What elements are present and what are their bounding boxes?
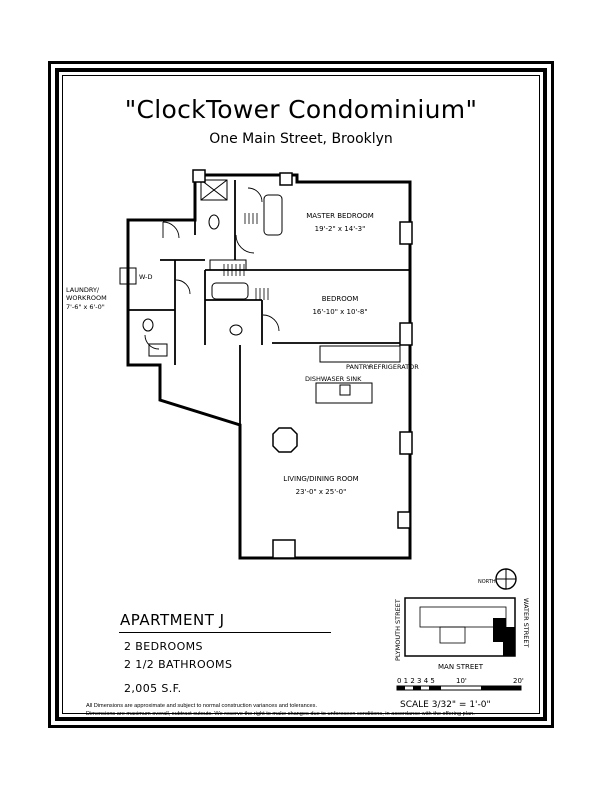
bathtub-master	[263, 194, 283, 236]
building-title: "ClockTower Condominium"	[124, 95, 478, 124]
plymouth-street-label: PLYMOUTH STREET	[394, 599, 402, 661]
scale-twenty-label: 20'	[513, 677, 524, 685]
closet-hatching	[223, 213, 269, 300]
kitchen-counter	[319, 345, 401, 363]
door-swings	[144, 187, 280, 350]
pantry-label: PANTRY	[346, 363, 371, 371]
scale-ten-label: 10'	[456, 677, 467, 685]
columns	[192, 169, 413, 559]
laundry-label-1: LAUNDRY/	[66, 286, 100, 294]
dining-column	[272, 427, 298, 453]
scale-bar	[396, 685, 522, 691]
scale-small-ticks: 0 1 2 3 4 5	[397, 677, 435, 685]
key-plan: NORTH PLYMOUTH STREET WATER STREET MAN S…	[394, 568, 530, 671]
fixtures	[119, 179, 401, 404]
key-plan-unit-marker	[493, 618, 506, 642]
bedroom-dims: 16'-10" x 10'-8"	[312, 308, 367, 316]
living-room-dims: 23'-0" x 25'-0"	[296, 488, 347, 496]
master-bedroom-dims: 19'-2" x 14'-3"	[315, 225, 366, 233]
building-address: One Main Street, Brooklyn	[209, 131, 393, 147]
washer-dryer-label: W-D	[139, 273, 153, 281]
man-street-label: MAN STREET	[438, 663, 484, 671]
toilet-powder	[142, 318, 154, 332]
apartment-bedrooms: 2 BEDROOMS	[124, 640, 203, 653]
apartment-name: APARTMENT J	[120, 611, 225, 629]
apartment-area: 2,005 S.F.	[124, 682, 182, 695]
page-frame-inner	[62, 75, 540, 714]
toilet-second	[229, 324, 243, 336]
interior-walls	[128, 180, 410, 425]
washer-dryer-box	[119, 267, 137, 285]
toilet-master	[208, 214, 220, 230]
master-bedroom-label: MASTER BEDROOM	[306, 212, 374, 220]
dishwasher-sink-label: DISHWASER SINK	[305, 375, 362, 383]
laundry-dims: 7'-6" x 6'-0"	[66, 303, 105, 311]
kitchen-island	[315, 382, 373, 404]
refrigerator-label: REFRIGERATOR	[369, 363, 419, 371]
bedroom-label: BEDROOM	[322, 295, 359, 303]
living-room-label: LIVING/DINING ROOM	[283, 475, 358, 483]
laundry-label-2: WORKROOM	[66, 294, 107, 302]
disclaimer-line-2: Dimensions are maximum overall, subtract…	[86, 711, 475, 717]
shower	[200, 179, 228, 201]
north-label: NORTH	[478, 579, 496, 585]
apartment-rule	[119, 632, 331, 633]
bathtub-second	[211, 282, 249, 300]
page-frame-outer	[48, 61, 554, 728]
page-frame-band	[55, 68, 547, 721]
apartment-bathrooms: 2 1/2 BATHROOMS	[124, 658, 233, 671]
scale-label: SCALE 3/32" = 1'-0"	[400, 700, 491, 710]
water-street-label: WATER STREET	[522, 598, 530, 648]
disclaimer-line-1: All Dimensions are approximate and subje…	[86, 703, 318, 709]
